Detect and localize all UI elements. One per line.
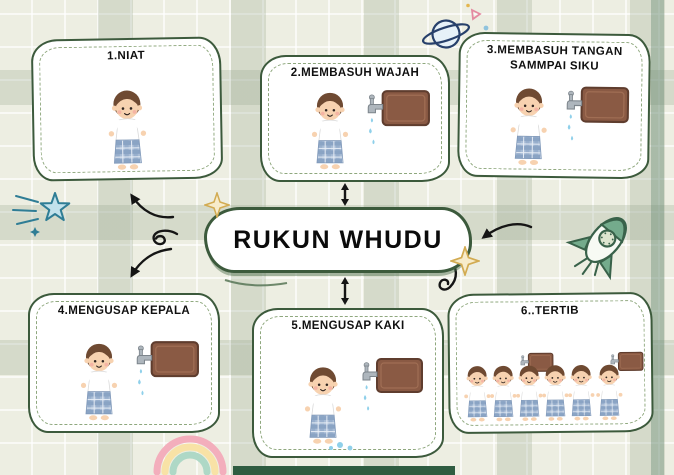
banner-underline-squiggle (224, 279, 288, 287)
card-mengusap-kepala: 4.MENGUSAP KEPALA (28, 293, 220, 433)
card-title-membasuh-tangan: 3.MEMBASUH TANGAN SAMMPAI SIKU (486, 44, 623, 73)
curved-arrow-to-niat (130, 193, 175, 219)
shooting-star-icon (12, 192, 71, 237)
card-title-mengusap-kepala: 4.MENGUSAP KEPALA (57, 305, 191, 317)
card-title-mengusap-kaki: 5.MENGUSAP KAKI (291, 320, 405, 332)
plaid-accent-bottom (233, 466, 455, 475)
boy-wiping-head-illustration (44, 341, 199, 426)
card-membasuh-wajah: 2.MEMBASUH WAJAH (260, 55, 450, 182)
card-niat: 1.NIAT (30, 36, 224, 182)
boys-in-sequence-illustration (461, 351, 644, 424)
illustration-membasuh-wajah (262, 87, 448, 175)
card-title-niat: 1.NIAT (106, 49, 146, 63)
illustration-mengusap-kepala (30, 338, 218, 426)
illustration-mengusap-kaki (254, 357, 442, 451)
card-tertib: 6..TERTIB (447, 291, 654, 435)
water-splash-icon (329, 442, 353, 451)
boy-washing-feet-illustration (268, 358, 423, 451)
swirl-left-icon (152, 229, 179, 246)
curved-arrow-from-right (481, 223, 533, 239)
plaid-accent-right (651, 0, 664, 475)
center-banner: RUKUN WHUDU (204, 207, 472, 273)
arrowhead-up2-icon (341, 277, 349, 284)
boy-washing-face-illustration (275, 90, 430, 175)
arrowhead-down2-icon (341, 298, 349, 305)
card-mengusap-kaki: 5.MENGUSAP KAKI (252, 308, 444, 458)
illustration-membasuh-tangan (459, 82, 648, 173)
card-title-tertib: 6..TERTIB (520, 304, 579, 318)
curved-arrow-to-kepala (130, 247, 173, 278)
arrowhead-up-icon (341, 183, 349, 190)
poster-title: RUKUN WHUDU (233, 225, 443, 254)
rocket-icon (565, 217, 627, 281)
boy-washing-arms-illustration (473, 82, 630, 172)
arrowhead-down-icon (341, 199, 349, 206)
illustration-niat (34, 85, 221, 174)
illustration-tertib (450, 345, 652, 427)
card-membasuh-tangan: 3.MEMBASUH TANGAN SAMMPAI SIKU (456, 31, 652, 180)
card-title-membasuh-wajah: 2.MEMBASUH WAJAH (290, 67, 420, 79)
boy-praying-illustration (52, 86, 203, 175)
